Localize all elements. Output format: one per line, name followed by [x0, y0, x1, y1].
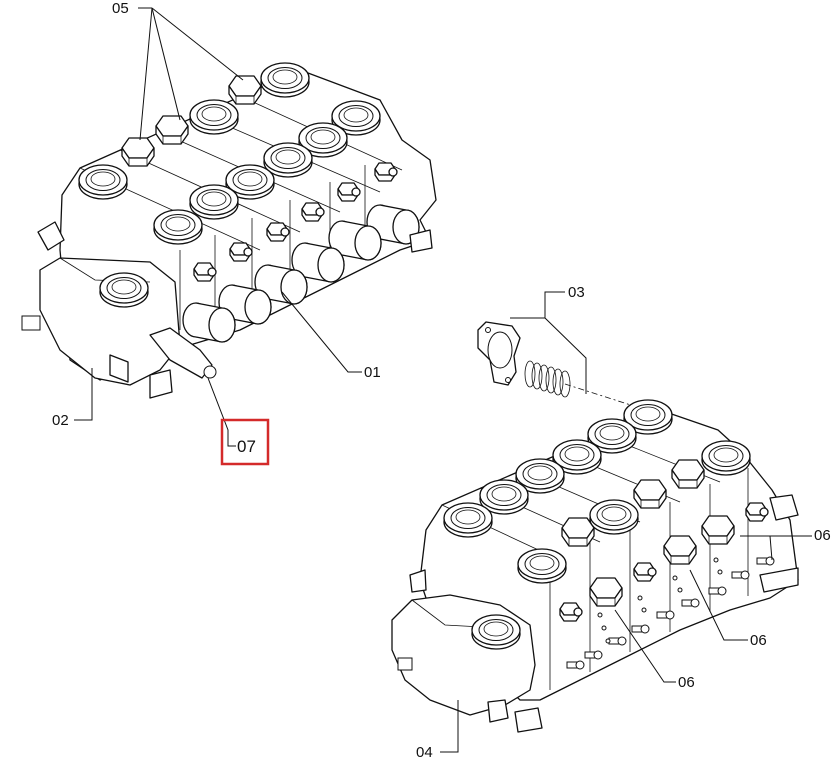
- callout-01: 01: [364, 364, 381, 381]
- callout-labels: 05 01 02 07 03 06 06 06 04: [52, 0, 831, 761]
- valve-assembly-top: [21, 62, 437, 399]
- callout-03: 03: [568, 284, 585, 301]
- leader-lines: [74, 7, 812, 753]
- highlight-box-07: [220, 418, 270, 466]
- callout-06-bottom: 06: [678, 674, 695, 691]
- valve-assembly-bottom: [391, 399, 799, 733]
- callout-04: 04: [416, 744, 433, 761]
- callout-05: 05: [112, 0, 129, 17]
- callout-06-top: 06: [814, 527, 831, 544]
- spool-and-spring: [477, 321, 641, 409]
- callout-07: 07: [237, 437, 256, 456]
- callout-02: 02: [52, 412, 69, 429]
- callout-06-middle: 06: [750, 632, 767, 649]
